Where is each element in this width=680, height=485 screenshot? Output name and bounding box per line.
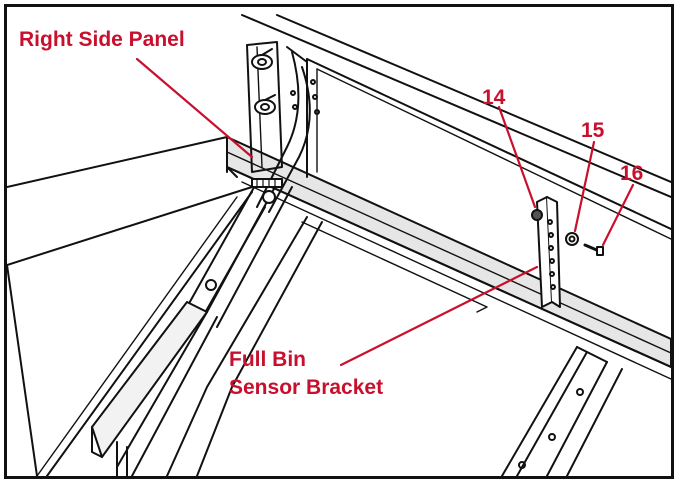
channel-beam bbox=[91, 216, 323, 476]
label-part-15: 15 bbox=[581, 119, 605, 142]
label-sensor-bracket: Sensor Bracket bbox=[229, 376, 384, 399]
label-part-14: 14 bbox=[482, 86, 506, 109]
leader-full-bin-sensor-bracket bbox=[339, 265, 539, 367]
assembly-illustration bbox=[7, 14, 671, 476]
bottom-surfaces bbox=[7, 221, 488, 476]
hardware-parts bbox=[531, 209, 604, 256]
bottom-right-channel bbox=[501, 346, 623, 476]
callout-leaders bbox=[135, 57, 635, 367]
leader-part-14 bbox=[497, 105, 537, 209]
leader-part-16 bbox=[601, 183, 635, 247]
label-right-side-panel: Right Side Panel bbox=[19, 28, 185, 51]
sensor-bracket bbox=[536, 196, 561, 308]
left-panel bbox=[7, 136, 253, 476]
back-panel bbox=[306, 58, 318, 178]
side-panel-bolts bbox=[205, 48, 320, 291]
label-part-16: 16 bbox=[620, 162, 644, 185]
leader-part-15 bbox=[573, 140, 596, 233]
leader-right-side-panel bbox=[135, 57, 254, 159]
upper-rail bbox=[241, 14, 671, 240]
lower-rail bbox=[226, 136, 671, 380]
diagram-frame: Right Side Panel Full Bin Sensor Bracket… bbox=[4, 4, 674, 479]
label-full-bin: Full Bin bbox=[229, 348, 306, 371]
